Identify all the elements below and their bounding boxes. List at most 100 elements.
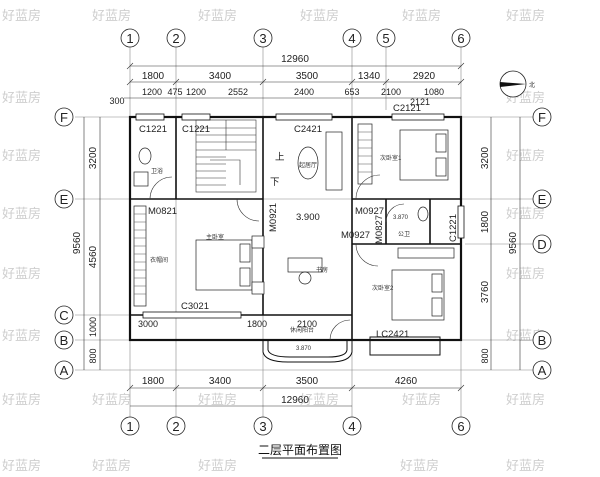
axis-label: 2 [172, 419, 179, 434]
dimension-text: 300 [109, 96, 124, 106]
room-label: 主卧室 [206, 233, 224, 241]
dimension-text: 1000 [88, 317, 98, 337]
dimension-text: 2552 [228, 87, 248, 97]
north-label: 北 [529, 81, 535, 89]
watermark: 好蓝房 [402, 8, 441, 24]
watermark: 好蓝房 [506, 458, 545, 474]
dimension-text: 3760 [480, 280, 491, 303]
room-label: 公卫 [398, 231, 410, 238]
window-tag: C2121 [393, 103, 421, 114]
dimension-text: 1200 [186, 87, 206, 97]
axis-label: 1 [126, 419, 133, 434]
door-tag: M0821 [148, 206, 177, 217]
dimension-text: 9560 [72, 231, 83, 254]
axis-bubbles-right [532, 107, 552, 380]
door-tag: M0927 [355, 206, 384, 217]
axis-bubbles-top [120, 28, 471, 48]
watermark: 好蓝房 [300, 392, 339, 408]
window-tag: C3021 [181, 301, 209, 312]
elevation-mark: 3.900 [296, 212, 320, 223]
dimension-text: 653 [344, 87, 359, 97]
watermark: 好蓝房 [2, 328, 41, 344]
windows [135, 113, 465, 319]
dimension-text: 1080 [424, 87, 444, 97]
dimension-lines-bottom [126, 384, 465, 407]
door-tag: M0921 [268, 203, 279, 232]
room-label: 休闲阳台 [290, 326, 314, 334]
watermark: 好蓝房 [2, 90, 41, 106]
dimension-text: 1800 [142, 376, 165, 387]
balcony-bay [262, 336, 441, 363]
dimension-text: 4560 [88, 245, 99, 268]
room-label: 衣帽间 [150, 256, 168, 264]
dimension-lines-right [490, 117, 521, 370]
watermark: 好蓝房 [300, 8, 339, 24]
watermark: 好蓝房 [506, 8, 545, 24]
room-label: 次卧室1 [380, 154, 402, 162]
axis-label: 6 [457, 419, 464, 434]
watermark: 好蓝房 [92, 392, 131, 408]
watermark: 好蓝房 [506, 148, 545, 164]
axis-label: 5 [382, 31, 389, 46]
watermark: 好蓝房 [2, 266, 41, 282]
watermark: 好蓝房 [2, 206, 41, 222]
dimension-text: 2100 [297, 319, 317, 329]
window-tag: C1221 [182, 124, 210, 135]
watermark: 好蓝房 [506, 266, 545, 282]
watermark: 好蓝房 [92, 8, 131, 24]
axis-label: 4 [348, 419, 355, 434]
axis-label: D [537, 237, 546, 252]
watermark: 好蓝房 [2, 392, 41, 408]
stair-direction: 下 [270, 177, 280, 188]
axis-bubbles-left [54, 107, 74, 380]
dimension-text: 9560 [508, 231, 519, 254]
axis-label: 3 [259, 419, 266, 434]
north-arrow [499, 70, 527, 98]
axis-label: B [538, 333, 547, 348]
dimension-lines-left [83, 117, 101, 370]
door-swings [149, 174, 405, 341]
door-tag: M0827 [374, 215, 385, 244]
room-label: 书房 [316, 266, 328, 274]
axis-label: 6 [457, 31, 464, 46]
dimension-text: 1800 [142, 71, 165, 82]
dimension-text: 2400 [294, 87, 314, 97]
window-tag: LC2421 [376, 329, 409, 340]
dimension-text: 2100 [381, 87, 401, 97]
window-tag: C1221 [139, 124, 167, 135]
dimension-text: 2121 [410, 97, 430, 107]
axis-label: E [538, 192, 547, 207]
dimension-text: 12960 [281, 54, 309, 65]
dimension-lines-top [124, 62, 465, 99]
dimension-text: 1800 [480, 210, 491, 233]
watermark: 好蓝房 [2, 8, 41, 24]
dimension-text: 800 [480, 348, 490, 363]
axis-label: 3 [259, 31, 266, 46]
axis-label: 2 [172, 31, 179, 46]
dimension-text: 1200 [142, 87, 162, 97]
axis-label: A [60, 363, 69, 378]
watermark: 好蓝房 [92, 458, 131, 474]
stair-direction: 上 [275, 152, 285, 163]
watermark: 好蓝房 [402, 392, 441, 408]
dimension-text: 1340 [358, 71, 381, 82]
room-label: 起居厅 [299, 161, 317, 169]
door-tag: M0927 [341, 230, 370, 241]
dimension-text: 12960 [281, 395, 309, 406]
watermark: 好蓝房 [198, 458, 237, 474]
window-tag: C2421 [294, 124, 322, 135]
dimension-text: 3500 [296, 71, 319, 82]
dimension-text: 3000 [138, 319, 158, 329]
dimension-text: 3200 [88, 146, 99, 169]
axis-label: 1 [126, 31, 133, 46]
room-label: 卫浴 [151, 167, 163, 175]
axis-label: F [60, 110, 68, 125]
watermark: 好蓝房 [506, 206, 545, 222]
elevation-mark: 3.870 [393, 215, 409, 221]
watermark: 好蓝房 [400, 458, 439, 474]
furniture [133, 123, 455, 321]
dimension-text: 4260 [395, 376, 418, 387]
axis-label: B [60, 333, 69, 348]
room-label: 次卧室2 [372, 284, 394, 292]
